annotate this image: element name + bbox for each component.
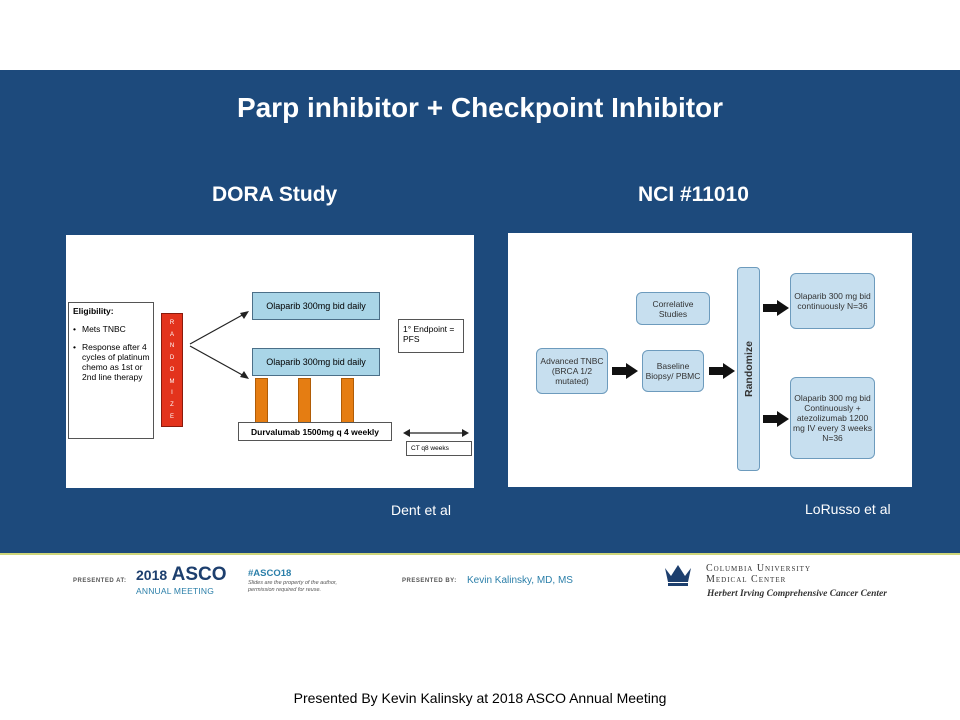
cumc-name: Columbia University Medical Center	[706, 563, 811, 585]
nci-heading: NCI #11010	[638, 183, 749, 206]
eligibility-item: •Mets TNBC	[73, 324, 126, 334]
baseline-biopsy-box: Baseline Biopsy/ PBMC	[642, 350, 704, 392]
ct-interval-arrow	[403, 429, 469, 437]
nci-credit: LoRusso et al	[805, 501, 891, 517]
asco-logo: 2018 ASCO ANNUAL MEETING	[136, 564, 227, 597]
randomize-arrows	[189, 311, 249, 379]
arrow-right-icon	[612, 363, 638, 379]
eligibility-item: •Response after 4 cycles of platinum che…	[73, 342, 150, 382]
slide-title: Parp inhibitor + Checkpoint Inhibitor	[236, 92, 724, 123]
randomize-column: Randomize	[737, 267, 760, 471]
durvalumab-dose-bar	[341, 378, 354, 423]
randomize-label: Randomize	[742, 340, 755, 398]
arrow-right-icon	[763, 300, 789, 316]
durvalumab-dose-bar	[255, 378, 268, 423]
dora-credit: Dent et al	[391, 502, 451, 518]
slide-body: Parp inhibitor + Checkpoint Inhibitor DO…	[0, 70, 960, 553]
eligibility-title: Eligibility:	[73, 306, 114, 316]
presented-at-label: PRESENTED AT:	[73, 578, 127, 584]
cancer-center-name: Herbert Irving Comprehensive Cancer Cent…	[707, 589, 887, 599]
correlative-studies-box: Correlative Studies	[636, 292, 710, 325]
caption: Presented By Kevin Kalinsky at 2018 ASCO…	[293, 690, 667, 706]
olaparib-arm-box: Olaparib 300 mg bid continuously N=36	[790, 273, 875, 329]
eligibility-box: Eligibility: •Mets TNBC •Response after …	[68, 302, 154, 439]
presenter-name: Kevin Kalinsky, MD, MS	[467, 575, 573, 586]
olaparib-atezolizumab-arm-box: Olaparib 300 mg bid Continuously + atezo…	[790, 377, 875, 459]
presented-by-label: PRESENTED BY:	[402, 578, 457, 584]
durvalumab-dose-bar	[298, 378, 311, 423]
ct-box: CT q8 weeks	[406, 441, 472, 456]
arrow-right-icon	[709, 363, 735, 379]
durvalumab-box: Durvalumab 1500mg q 4 weekly	[238, 422, 392, 441]
olaparib-arm-2: Olaparib 300mg bid daily	[252, 348, 380, 376]
endpoint-box: 1° Endpoint = PFS	[398, 319, 464, 353]
advanced-tnbc-box: Advanced TNBC (BRCA 1/2 mutated)	[536, 348, 608, 394]
columbia-crown-icon	[663, 562, 693, 588]
arrow-right-icon	[763, 411, 789, 427]
nci-diagram: Advanced TNBC (BRCA 1/2 mutated) Baselin…	[508, 233, 912, 487]
hashtag-block: #ASCO18 Slides are the property of the a…	[248, 568, 337, 593]
dora-heading: DORA Study	[212, 183, 338, 206]
olaparib-arm-1: Olaparib 300mg bid daily	[252, 292, 380, 320]
footer-divider	[0, 553, 960, 555]
dora-diagram: Eligibility: •Mets TNBC •Response after …	[66, 235, 474, 488]
